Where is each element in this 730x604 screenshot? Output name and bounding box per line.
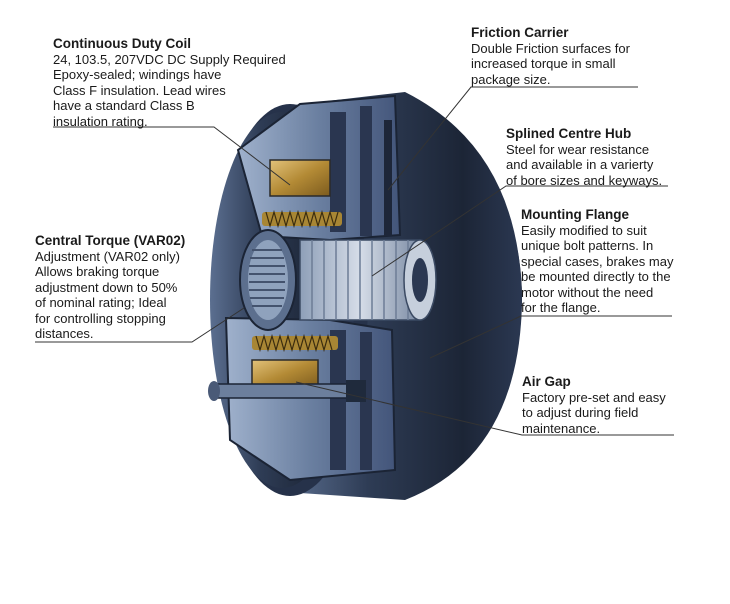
callout-title: Air Gap [522,374,571,389]
callout-text: increased torque in small [471,56,616,71]
callout-text: for the flange. [521,300,601,315]
adjustment-bolt [208,380,366,402]
callout-text: Adjustment (VAR02 only) [35,248,180,264]
callout-title: Splined Centre Hub [506,126,632,141]
callout-text: Factory pre-set and easy [522,389,666,405]
callout-title: Mounting Flange [521,207,629,222]
callout-text: and available in a varierty [506,157,654,172]
leader-friction [387,86,638,191]
callout-text: 24, 103.5, 207VDC DC Supply Required [53,51,286,67]
callout-text: have a standard Class B [53,98,195,113]
callout-text: of bore sizes and keyways. [506,172,663,188]
callout-text: adjustment down to 50% [35,279,178,295]
callout-splined-centre-hub: Splined Centre Hub Steel for wear resist… [506,126,662,188]
callout-friction-carrier: Friction Carrier Double Friction surface… [471,25,630,87]
callout-text: to adjust during field [522,405,639,420]
callout-text: package size. [471,71,551,87]
coil-winding-top [269,159,331,197]
leader-flange [429,315,672,359]
splined-hub [299,239,437,321]
callout-text: Epoxy-sealed; windings have [53,67,222,82]
leader-coil [53,126,291,186]
callout-text: Class F insulation. Lead wires [53,82,226,98]
leader-hub [371,185,668,277]
callout-text: maintenance. [522,420,601,436]
callout-text: Allows braking torque [35,264,160,279]
callout-air-gap: Air Gap Factory pre-set and easy to adju… [522,374,666,436]
callout-text: special cases, brakes may [521,253,674,269]
callout-title: Friction Carrier [471,25,569,40]
spring-bottom [252,333,338,353]
spring-top [262,209,342,229]
callout-continuous-duty-coil: Continuous Duty Coil 24, 103.5, 207VDC D… [53,36,286,129]
callout-title: Continuous Duty Coil [53,36,191,51]
callout-text: distances. [35,326,94,341]
callout-text: for controlling stopping [35,310,166,326]
callout-text: unique bolt patterns. In [521,238,654,253]
callout-text: insulation rating. [53,113,148,129]
torque-adjuster [239,229,297,331]
callout-title: Central Torque (VAR02) [35,233,186,248]
leader-airgap [295,381,674,436]
leader-lines [35,86,674,436]
callout-text: Double Friction surfaces for [471,40,630,56]
callout-text: of nominal rating; Ideal [35,295,167,310]
callout-text: be mounted directly to the [521,269,671,284]
callout-text: Steel for wear resistance [506,141,650,157]
callout-text: Easily modified to suit [521,222,647,238]
callout-text: motor without the need [521,284,654,300]
callout-central-torque: Central Torque (VAR02) Adjustment (VAR02… [35,233,185,342]
callout-mounting-flange: Mounting Flange Easily modified to suit … [521,207,673,316]
leader-torque [35,307,245,343]
